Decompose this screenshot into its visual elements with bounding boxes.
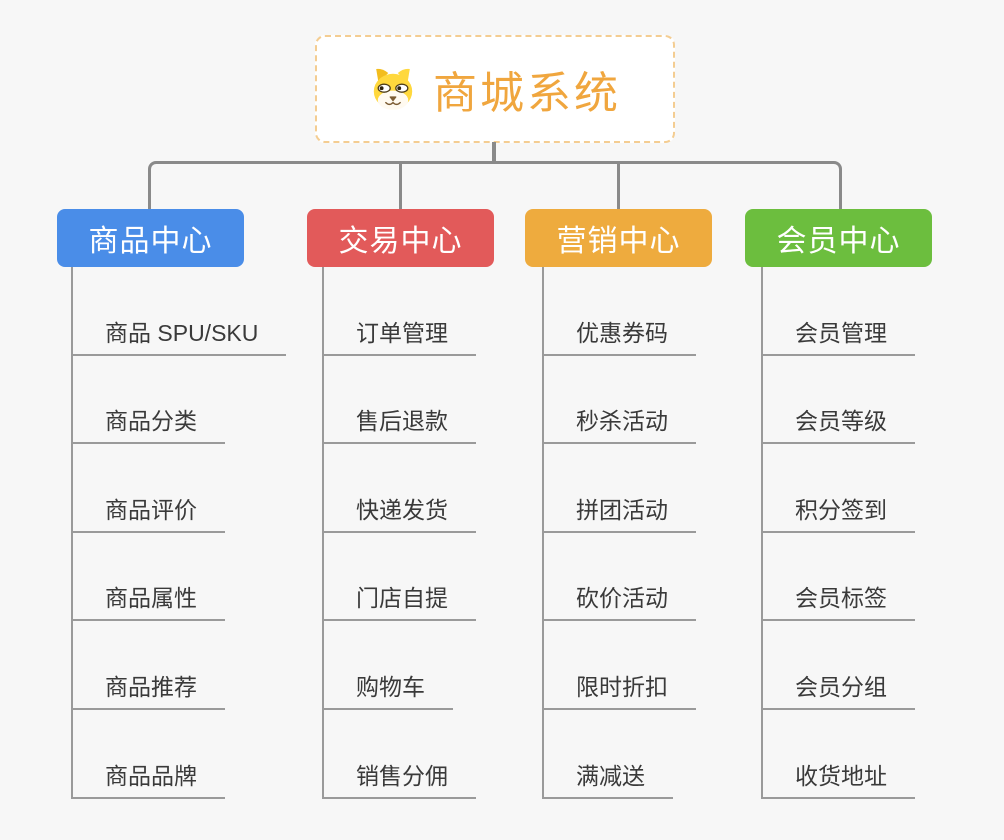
connector-drop-trade	[399, 164, 402, 210]
connector-left-bracket	[148, 161, 494, 210]
child-row: 商品分类	[71, 356, 361, 445]
leaf-flash-sale[interactable]: 秒杀活动	[542, 402, 696, 445]
child-row: 商品推荐	[71, 621, 361, 710]
child-row: 积分签到	[761, 444, 1004, 533]
leaf-store-pickup[interactable]: 门店自提	[322, 579, 476, 622]
connector-right-bracket	[493, 161, 842, 210]
child-row: 购物车	[322, 621, 612, 710]
connector-root-stub	[492, 142, 496, 163]
child-row: 商品评价	[71, 444, 361, 533]
child-row: 订单管理	[322, 267, 612, 356]
branch-children-marketing: 优惠券码 秒杀活动 拼团活动 砍价活动 限时折扣 满减送	[542, 267, 832, 799]
leaf-product-brand[interactable]: 商品品牌	[71, 757, 225, 799]
dog-icon	[373, 68, 413, 110]
child-row: 销售分佣	[322, 710, 612, 799]
leaf-group-buying[interactable]: 拼团活动	[542, 491, 696, 533]
root-node[interactable]: 商城系统	[315, 35, 675, 143]
branch-member-center[interactable]: 会员中心	[745, 209, 932, 267]
child-row: 商品品牌	[71, 710, 361, 799]
child-row: 商品 SPU/SKU	[71, 267, 361, 356]
branch-marketing-center[interactable]: 营销中心	[525, 209, 712, 267]
leaf-order-management[interactable]: 订单管理	[322, 314, 476, 356]
branch-children-member: 会员管理 会员等级 积分签到 会员标签 会员分组 收货地址	[761, 267, 1004, 799]
leaf-member-group[interactable]: 会员分组	[761, 668, 915, 710]
leaf-coupon-code[interactable]: 优惠券码	[542, 314, 696, 356]
leaf-bargain-activity[interactable]: 砍价活动	[542, 579, 696, 622]
leaf-member-management[interactable]: 会员管理	[761, 314, 915, 356]
leaf-shopping-cart[interactable]: 购物车	[322, 668, 453, 710]
connector-spine-member	[761, 267, 763, 799]
branch-product-center[interactable]: 商品中心	[57, 209, 244, 267]
leaf-after-sales-refund[interactable]: 售后退款	[322, 402, 476, 445]
leaf-product-category[interactable]: 商品分类	[71, 402, 225, 445]
leaf-member-level[interactable]: 会员等级	[761, 402, 915, 445]
child-row: 会员分组	[761, 621, 1004, 710]
child-row: 收货地址	[761, 710, 1004, 799]
child-row: 满减送	[542, 710, 832, 799]
child-row: 秒杀活动	[542, 356, 832, 445]
leaf-product-spu-sku[interactable]: 商品 SPU/SKU	[71, 314, 287, 356]
leaf-product-review[interactable]: 商品评价	[71, 491, 225, 533]
child-row: 商品属性	[71, 533, 361, 622]
child-row: 砍价活动	[542, 533, 832, 622]
child-row: 限时折扣	[542, 621, 832, 710]
branch-children-product: 商品 SPU/SKU 商品分类 商品评价 商品属性 商品推荐 商品品牌	[71, 267, 361, 799]
child-row: 会员标签	[761, 533, 1004, 622]
root-title: 商城系统	[433, 69, 621, 118]
leaf-shipping-address[interactable]: 收货地址	[761, 757, 915, 799]
leaf-product-attribute[interactable]: 商品属性	[71, 579, 225, 622]
child-row: 快递发货	[322, 444, 612, 533]
child-row: 会员等级	[761, 356, 1004, 445]
branch-children-trade: 订单管理 售后退款 快递发货 门店自提 购物车 销售分佣	[322, 267, 612, 799]
child-row: 门店自提	[322, 533, 612, 622]
child-row: 会员管理	[761, 267, 1004, 356]
connector-spine-product	[71, 267, 73, 799]
child-row: 优惠券码	[542, 267, 832, 356]
branch-trade-center[interactable]: 交易中心	[307, 209, 494, 267]
connector-spine-trade	[322, 267, 324, 799]
connector-spine-marketing	[542, 267, 544, 799]
leaf-full-reduction-gift[interactable]: 满减送	[542, 757, 673, 799]
leaf-points-checkin[interactable]: 积分签到	[761, 491, 915, 533]
leaf-sales-commission[interactable]: 销售分佣	[322, 757, 476, 799]
child-row: 拼团活动	[542, 444, 832, 533]
leaf-express-delivery[interactable]: 快递发货	[322, 491, 476, 533]
child-row: 售后退款	[322, 356, 612, 445]
leaf-limited-time-discount[interactable]: 限时折扣	[542, 668, 696, 710]
leaf-member-tag[interactable]: 会员标签	[761, 579, 915, 622]
leaf-product-recommend[interactable]: 商品推荐	[71, 668, 225, 710]
connector-drop-marketing	[617, 164, 620, 210]
